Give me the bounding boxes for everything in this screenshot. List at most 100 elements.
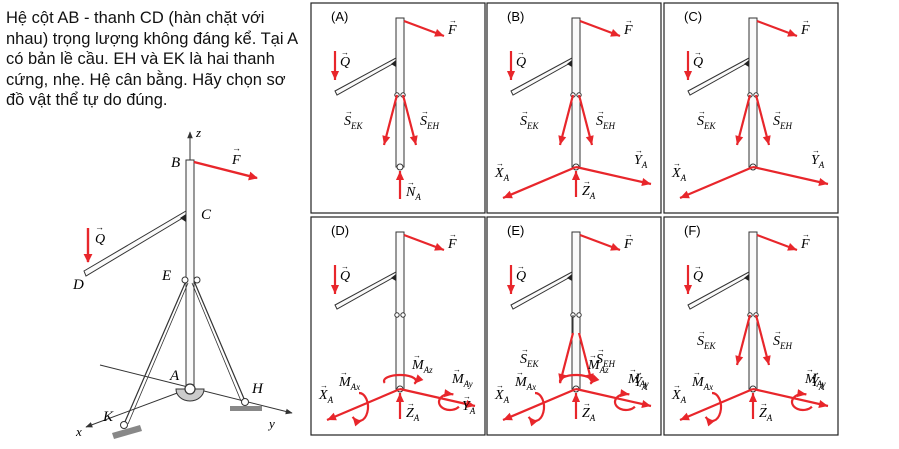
force-Z-A-label-vector-mark: → xyxy=(760,399,768,408)
joint-K xyxy=(120,421,128,429)
force-Z-A-label: ZA xyxy=(582,406,596,423)
force-X-A-label: XA xyxy=(671,166,687,183)
ball-joint-A xyxy=(184,383,196,395)
force-X-A xyxy=(502,387,577,422)
force-S-EK-label-vector-mark: → xyxy=(345,107,353,116)
force-Y-A xyxy=(752,387,829,408)
force-Y-A-label: YA xyxy=(811,153,825,170)
force-Q-label-vector-mark: → xyxy=(694,48,702,57)
force-Y-A-label: YA xyxy=(634,153,648,170)
force-Z-A-label-vector-mark: → xyxy=(583,399,591,408)
moment-M-Ay-label-vector-mark: → xyxy=(453,365,461,374)
weld-mark xyxy=(744,60,749,67)
ball-joint-support xyxy=(175,388,205,402)
force-Q-label-vector-mark: → xyxy=(341,48,349,57)
joint-E-right xyxy=(193,276,201,284)
force-S-EK-label-vector-mark: → xyxy=(698,327,706,336)
force-F-label-vector-mark: → xyxy=(449,230,457,239)
force-X-A xyxy=(679,387,754,422)
option-panel-d[interactable]: (D)F→Q→ZA→XA→YA→MAz→MAx→MAy→ xyxy=(310,216,486,436)
moment-M-Ay-label: MAy xyxy=(451,372,473,389)
force-X-A-label-vector-mark: → xyxy=(673,159,681,168)
force-Q-label: Q xyxy=(340,55,350,70)
point-H-label: H xyxy=(251,381,264,397)
weld-mark xyxy=(744,274,749,281)
force-Q-label: Q xyxy=(693,269,703,284)
panel-label: (C) xyxy=(684,9,702,24)
force-Q-label-vector-mark: → xyxy=(517,262,525,271)
force-F-label: F xyxy=(800,237,810,252)
force-F-label: F xyxy=(447,237,457,252)
force-S-EH-label: SEH xyxy=(596,352,615,369)
force-Y-A-label-vector-mark: → xyxy=(635,368,643,377)
force-F-label-vector-mark: → xyxy=(625,16,633,25)
force-F-label: F xyxy=(623,237,633,252)
point-B-label: B xyxy=(171,155,180,171)
column-AB xyxy=(395,231,405,390)
ground-H xyxy=(230,406,262,411)
force-S-EK-label: SEK xyxy=(520,352,539,369)
force-Y-A-label: YA xyxy=(811,375,825,392)
force-S-EH-label: SEH xyxy=(420,114,439,131)
force-X-A-label: XA xyxy=(318,388,334,405)
moment-M-Ax-label: MAx xyxy=(338,375,360,392)
panel-label: (D) xyxy=(331,223,349,238)
force-S-EK-label-vector-mark: → xyxy=(521,345,529,354)
force-S-EH-label: SEH xyxy=(596,114,615,131)
force-Q-label: Q xyxy=(340,269,350,284)
force-Q-label: Q xyxy=(693,55,703,70)
moment-M-Az-label-vector-mark: → xyxy=(413,351,421,360)
point-D-label: D xyxy=(72,277,84,293)
option-panel-a[interactable]: (A)F→Q→SEK→SEH→NA→ xyxy=(310,2,486,214)
force-Q-label-vector-mark: → xyxy=(341,262,349,271)
option-panel-f[interactable]: (F)F→Q→SEK→SEH→ZA→XA→YA→MAx→MAy→ xyxy=(663,216,839,436)
point-K-label: K xyxy=(102,409,114,425)
force-Y-A xyxy=(575,387,652,408)
moment-M-Ay-label: MAy xyxy=(627,372,649,389)
bar-EK xyxy=(123,280,187,425)
joint-E-left xyxy=(181,276,189,284)
force-X-A-label: XA xyxy=(494,166,510,183)
panel-label: (A) xyxy=(331,9,348,24)
force-Q-label-vector-mark: → xyxy=(694,262,702,271)
force-X-A-label-vector-mark: → xyxy=(320,381,328,390)
force-F-label: F xyxy=(447,23,457,38)
force-Q-label: Q xyxy=(95,232,105,247)
ground-K xyxy=(112,425,142,439)
force-S-EH-label-vector-mark: → xyxy=(597,345,605,354)
weld-mark xyxy=(391,274,396,281)
weld-mark xyxy=(391,60,396,67)
force-S-EH-label-vector-mark: → xyxy=(774,327,782,336)
weld-mark xyxy=(567,274,572,281)
option-panel-e[interactable]: (E)F→Q→SEK→SEH→ZA→XA→YA→MAz→MAx→MAy→ xyxy=(486,216,662,436)
force-X-A-label-vector-mark: → xyxy=(673,381,681,390)
axis-y-label: y xyxy=(267,416,275,431)
joint-E-right xyxy=(400,312,406,318)
moment-M-Az-label: MAz xyxy=(411,358,433,375)
force-X-A-label-vector-mark: → xyxy=(496,159,504,168)
moment-M-Ax-label-vector-mark: → xyxy=(693,368,701,377)
force-X-A-label: XA xyxy=(671,388,687,405)
force-N-A-label: NA xyxy=(405,185,421,202)
joint-E-right xyxy=(576,312,582,318)
force-X-A xyxy=(326,387,401,422)
force-S-EK-label-vector-mark: → xyxy=(521,107,529,116)
force-Z-A-label-vector-mark: → xyxy=(407,399,415,408)
force-S-EH-label-vector-mark: → xyxy=(597,107,605,116)
option-panel-c[interactable]: (C)F→Q→SEK→SEH→XA→YA→ xyxy=(663,2,839,214)
force-S-EH-label: SEH xyxy=(773,114,792,131)
moment-M-Ax-label: MAx xyxy=(514,375,536,392)
force-Y-A-label: YA xyxy=(634,375,648,392)
moment-M-Ax-label-vector-mark: → xyxy=(516,368,524,377)
panel-label: (B) xyxy=(507,9,524,24)
axis-x-line xyxy=(85,388,189,428)
force-X-A xyxy=(679,165,754,200)
force-Z-A-label-vector-mark: → xyxy=(583,177,591,186)
option-panel-b[interactable]: (B)F→Q→SEK→SEH→ZA→XA→YA→ xyxy=(486,2,662,214)
axis-z-label: z xyxy=(195,125,201,140)
force-Y-A xyxy=(399,387,476,408)
force-S-EH-label-vector-mark: → xyxy=(421,107,429,116)
column-AB xyxy=(571,231,581,390)
force-Q-label-vector-mark: → xyxy=(517,48,525,57)
